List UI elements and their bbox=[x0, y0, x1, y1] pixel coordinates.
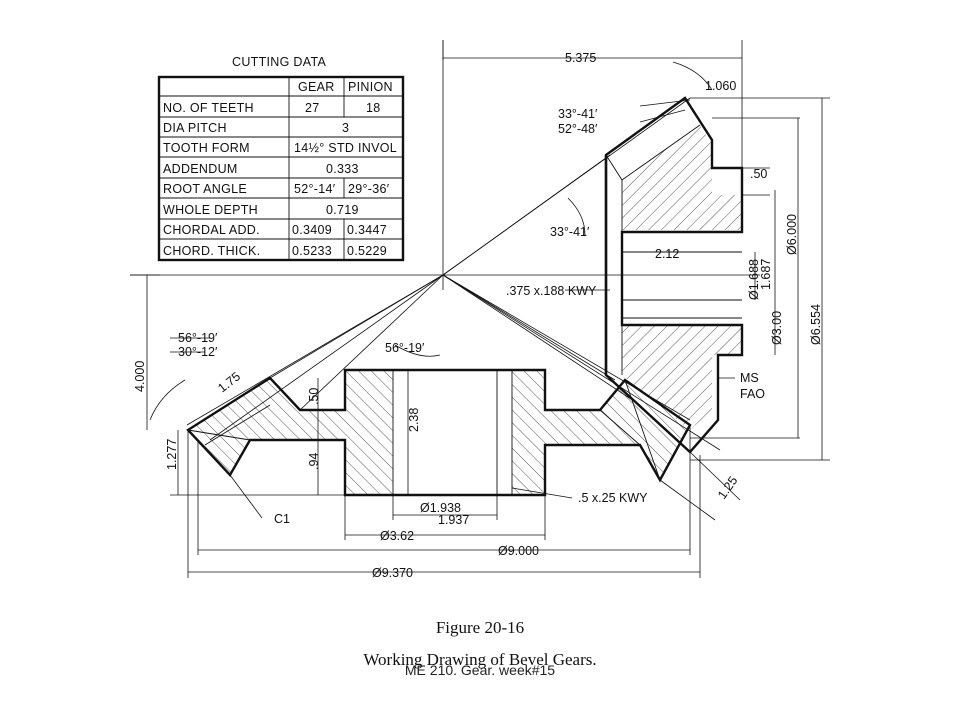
cell-both: 0.333 bbox=[326, 162, 359, 176]
cell-gear: 27 bbox=[305, 101, 320, 115]
cell-pinion: 29°-36′ bbox=[348, 182, 390, 196]
cell-both: 14½° STD INVOL bbox=[294, 141, 397, 155]
slide-footer: ME 210. Gear. week#15 bbox=[404, 662, 556, 678]
row-label: DIA PITCH bbox=[163, 121, 227, 135]
dim-94: .94 bbox=[307, 453, 321, 470]
dim-angle-56-19-b: 56°-19′ bbox=[385, 341, 425, 355]
dim-9370: Ø9.370 bbox=[372, 566, 413, 580]
cell-pinion: 0.5229 bbox=[347, 244, 387, 258]
dim-1687: 1.687 bbox=[759, 259, 773, 290]
dim-1937: 1.937 bbox=[438, 513, 469, 527]
dim-50-gear: .50 bbox=[307, 388, 321, 405]
note-fao: FAO bbox=[740, 387, 765, 401]
dim-1277: 1.277 bbox=[165, 439, 179, 470]
dim-angle-52-48: 52°-48′ bbox=[558, 122, 598, 136]
dim-angle-33-41-mid: 33°-41′ bbox=[550, 225, 590, 239]
cell-gear: 52°-14′ bbox=[294, 182, 336, 196]
dim-175: 1.75 bbox=[215, 369, 243, 395]
dimension-labels: 5.375 1.060 33°-41′ 52°-48′ .50 33°-41′ … bbox=[133, 51, 823, 580]
dim-5375: 5.375 bbox=[565, 51, 596, 65]
dim-125: 1.25 bbox=[715, 474, 740, 502]
cell-both: 0.719 bbox=[326, 203, 359, 217]
dimension-lines bbox=[130, 40, 830, 578]
figure-number: Figure 20-16 bbox=[435, 618, 525, 637]
figure-title: Working Drawing of Bevel Gears. bbox=[363, 650, 597, 669]
cutting-data-table: CUTTING DATA GEAR PINION NO. OF TEETH 27… bbox=[157, 55, 405, 262]
keyway-small: .375 x.188 KWY bbox=[506, 284, 597, 298]
dim-1938: Ø1.938 bbox=[420, 501, 461, 515]
dim-4000: 4.000 bbox=[133, 361, 147, 392]
pinion-section bbox=[604, 96, 744, 454]
dim-6000: Ø6.000 bbox=[785, 214, 799, 255]
row-label: NO. OF TEETH bbox=[163, 101, 254, 115]
dim-1688: Ø1.688 bbox=[747, 259, 761, 300]
row-label: CHORDAL ADD. bbox=[163, 223, 260, 237]
row-label: ROOT ANGLE bbox=[163, 182, 247, 196]
dim-50-hub: .50 bbox=[750, 167, 767, 181]
note-ms: MS bbox=[740, 371, 759, 385]
dim-212: 2.12 bbox=[655, 247, 679, 261]
dim-angle-33-41-top: 33°-41′ bbox=[558, 107, 598, 121]
dim-angle-30-12: 30°-12′ bbox=[178, 345, 218, 359]
row-label: ADDENDUM bbox=[163, 162, 238, 176]
header-pinion: PINION bbox=[348, 80, 393, 94]
dim-362: Ø3.62 bbox=[380, 529, 414, 543]
cell-both: 3 bbox=[342, 121, 349, 135]
row-label: CHORD. THICK. bbox=[163, 244, 260, 258]
dim-9000: Ø9.000 bbox=[498, 544, 539, 558]
keyway-large: .5 x.25 KWY bbox=[578, 491, 648, 505]
cell-pinion: 18 bbox=[366, 101, 381, 115]
header-gear: GEAR bbox=[298, 80, 335, 94]
table-title: CUTTING DATA bbox=[232, 55, 326, 69]
gear-section bbox=[186, 368, 692, 497]
dim-238: 2.38 bbox=[407, 408, 421, 432]
cell-pinion: 0.3447 bbox=[347, 223, 387, 237]
dim-300: Ø3.00 bbox=[770, 311, 784, 345]
chamfer-c1: C1 bbox=[274, 512, 290, 526]
row-label: TOOTH FORM bbox=[163, 141, 250, 155]
dim-angle-56-19-a: 56°-19′ bbox=[178, 331, 218, 345]
cell-gear: 0.3409 bbox=[292, 223, 332, 237]
dim-6554: Ø6.554 bbox=[809, 304, 823, 345]
cell-gear: 0.5233 bbox=[292, 244, 332, 258]
dim-1060: 1.060 bbox=[705, 79, 736, 93]
row-label: WHOLE DEPTH bbox=[163, 203, 258, 217]
